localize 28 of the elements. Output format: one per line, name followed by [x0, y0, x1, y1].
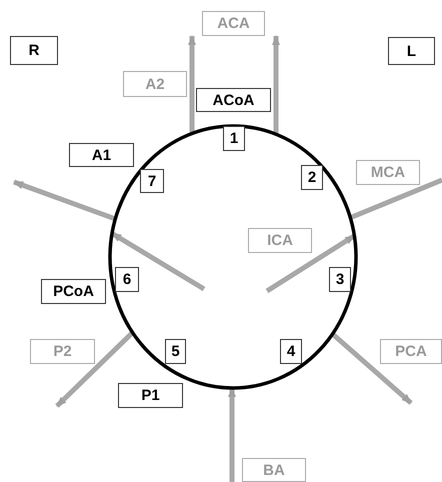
vessel-label: ACoA	[196, 88, 271, 112]
side-label: R	[10, 36, 58, 65]
vessel-label: ICA	[248, 228, 312, 253]
vessel-label: BA	[242, 458, 306, 482]
vessel-label: ACA	[202, 11, 265, 36]
arrow	[110, 231, 206, 292]
vessel-label: P2	[30, 339, 95, 364]
segment-number: 6	[115, 267, 139, 292]
vessel-label: P1	[118, 383, 183, 408]
arrow	[13, 180, 116, 222]
arrow	[330, 332, 413, 405]
vessel-label: PCoA	[41, 279, 106, 304]
vessel-label: MCA	[356, 160, 420, 185]
vessel-label: PCA	[380, 339, 442, 364]
arrow	[55, 330, 134, 408]
vessel-label: A2	[123, 71, 187, 97]
segment-number: 3	[329, 267, 351, 292]
segment-number: 4	[280, 339, 302, 364]
side-label: L	[388, 37, 435, 65]
segment-number: 5	[165, 339, 186, 364]
arrow	[188, 35, 196, 134]
arrow	[272, 35, 280, 134]
vessel-label: A1	[69, 143, 134, 167]
arrow	[266, 234, 356, 294]
arrow	[228, 387, 236, 482]
segment-number: 7	[140, 169, 164, 193]
segment-number: 2	[301, 165, 323, 190]
segment-number: 1	[223, 126, 245, 151]
